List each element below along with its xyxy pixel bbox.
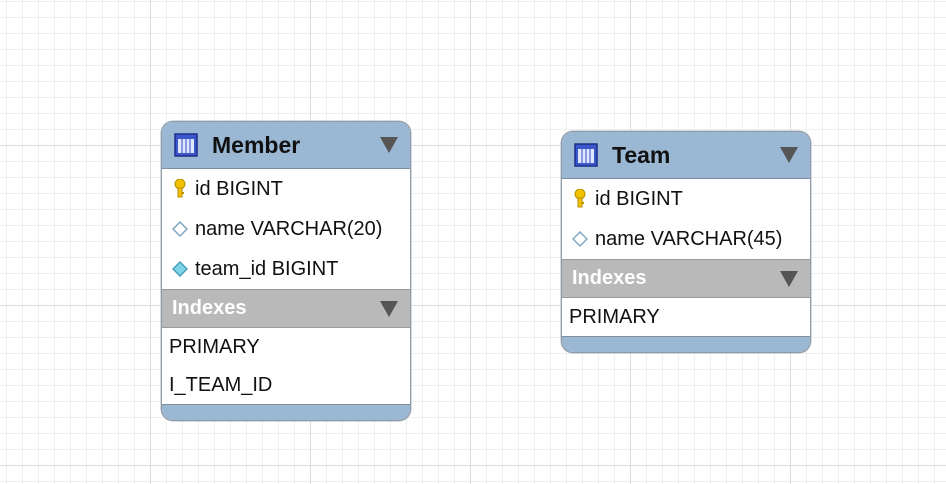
chevron-down-icon[interactable] bbox=[780, 147, 798, 163]
primary-key-icon bbox=[172, 179, 188, 199]
column-row-name[interactable]: name VARCHAR(20) bbox=[162, 209, 410, 249]
index-label: I_TEAM_ID bbox=[169, 373, 273, 396]
index-label: PRIMARY bbox=[169, 335, 260, 358]
table-icon bbox=[574, 143, 598, 167]
primary-key-icon bbox=[572, 189, 588, 209]
member-table-header[interactable]: Member bbox=[162, 122, 410, 169]
indexes-header[interactable]: Indexes bbox=[562, 259, 810, 298]
index-row-primary[interactable]: PRIMARY bbox=[162, 328, 410, 366]
column-row-id[interactable]: id BIGINT bbox=[162, 169, 410, 209]
team-table[interactable]: Team id BIGINT name VARCHAR(45) Indexes … bbox=[561, 131, 811, 353]
table-footer bbox=[162, 404, 410, 420]
column-label: team_id BIGINT bbox=[195, 257, 339, 280]
index-row-primary[interactable]: PRIMARY bbox=[562, 298, 810, 336]
table-title: Team bbox=[612, 141, 671, 168]
column-label: name VARCHAR(20) bbox=[195, 217, 383, 240]
column-row-name[interactable]: name VARCHAR(45) bbox=[562, 219, 810, 259]
table-icon bbox=[174, 133, 198, 157]
column-label: name VARCHAR(45) bbox=[595, 227, 783, 250]
indexes-title: Indexes bbox=[572, 267, 647, 289]
column-row-id[interactable]: id BIGINT bbox=[562, 179, 810, 219]
column-icon bbox=[172, 219, 188, 239]
team-table-header[interactable]: Team bbox=[562, 132, 810, 179]
chevron-down-icon[interactable] bbox=[380, 137, 398, 153]
column-label: id BIGINT bbox=[595, 187, 683, 210]
foreign-key-column-icon bbox=[172, 259, 188, 279]
column-row-team-id[interactable]: team_id BIGINT bbox=[162, 249, 410, 289]
chevron-down-icon[interactable] bbox=[780, 271, 798, 287]
chevron-down-icon[interactable] bbox=[380, 301, 398, 317]
indexes-title: Indexes bbox=[172, 297, 247, 319]
member-table[interactable]: Member id BIGINT name VARCHAR(20) team_i… bbox=[161, 121, 411, 421]
table-title: Member bbox=[212, 131, 301, 158]
column-label: id BIGINT bbox=[195, 177, 283, 200]
indexes-header[interactable]: Indexes bbox=[162, 289, 410, 328]
column-icon bbox=[572, 229, 588, 249]
index-row-i-team-id[interactable]: I_TEAM_ID bbox=[162, 366, 410, 404]
index-label: PRIMARY bbox=[569, 305, 660, 328]
table-footer bbox=[562, 336, 810, 352]
